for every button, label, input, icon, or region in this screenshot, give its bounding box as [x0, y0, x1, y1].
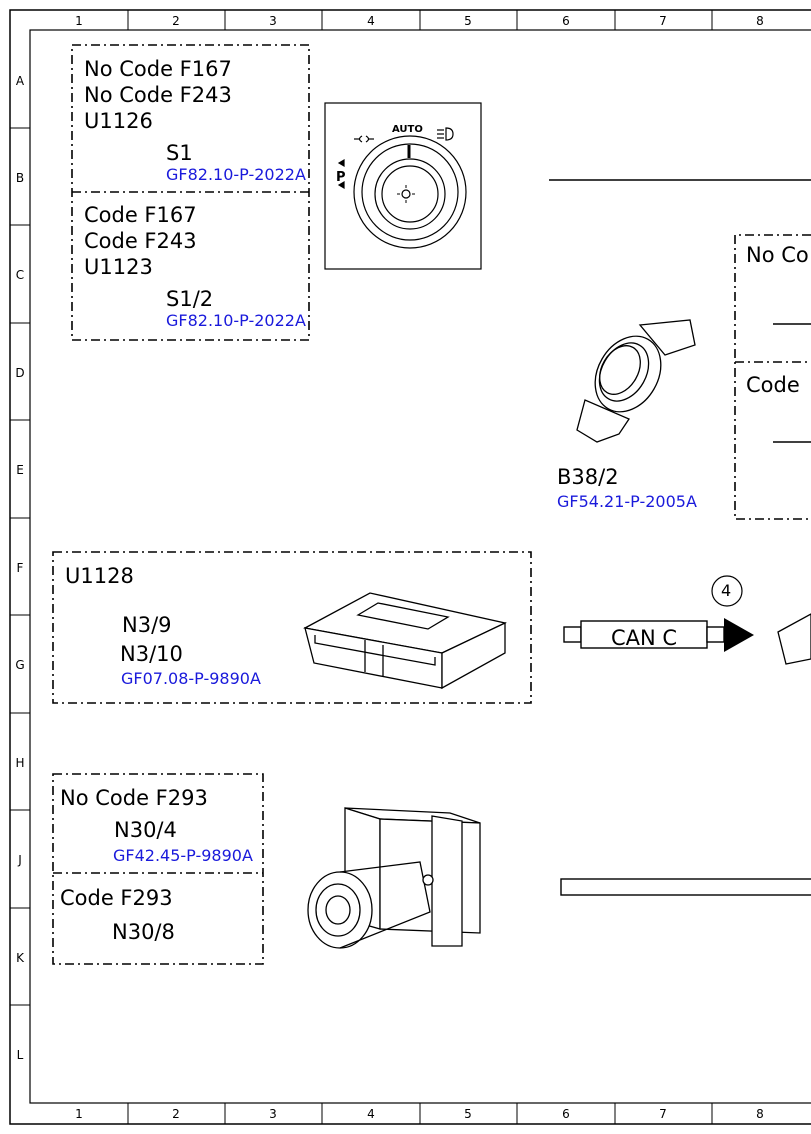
- box-n30-condition-2: Code F293: [60, 886, 173, 910]
- row-label: E: [16, 463, 24, 477]
- column-label: 1: [75, 1107, 83, 1121]
- can-bus-label: CAN C: [611, 626, 678, 650]
- right-box-condition-1: No Co: [746, 243, 809, 267]
- column-label: 1: [75, 14, 83, 28]
- column-label: 6: [562, 14, 570, 28]
- rain-light-sensor-image: [576, 319, 696, 443]
- column-label: 7: [659, 14, 667, 28]
- row-label: A: [15, 74, 25, 88]
- component-s1-2-label: S1/2: [166, 287, 214, 311]
- column-label: 3: [269, 14, 277, 28]
- column-label: 7: [659, 1107, 667, 1121]
- column-label: 5: [464, 14, 472, 28]
- column-label: 2: [172, 14, 180, 28]
- column-label: 4: [367, 14, 375, 28]
- component-n30-4-label: N30/4: [114, 818, 177, 842]
- row-label: J: [18, 853, 22, 867]
- component-b38-2-reference-link[interactable]: GF54.21-P-2005A: [557, 492, 697, 511]
- box-s1-condition-1: No Code F167: [84, 57, 232, 81]
- column-label: 4: [367, 1107, 375, 1121]
- row-label: D: [15, 366, 25, 380]
- connector-marker: 4: [721, 581, 732, 600]
- component-n3-reference-link[interactable]: GF07.08-P-9890A: [121, 669, 261, 688]
- box-s1-2-condition-3: U1123: [84, 255, 153, 279]
- box-n3-condition: U1128: [65, 564, 134, 588]
- box-s1-condition-2: No Code F243: [84, 83, 232, 107]
- component-n30-8-label: N30/8: [112, 920, 175, 944]
- component-n30-4-reference-link[interactable]: GF42.45-P-9890A: [113, 846, 253, 865]
- row-label: F: [16, 561, 24, 575]
- row-label: H: [15, 756, 25, 770]
- row-label: B: [15, 171, 25, 185]
- row-label: L: [16, 1048, 24, 1062]
- row-label: K: [16, 951, 24, 965]
- column-label: 8: [756, 14, 764, 28]
- column-label: 3: [269, 1107, 277, 1121]
- right-box-condition-2: Code: [746, 373, 800, 397]
- component-s1-reference-link[interactable]: GF82.10-P-2022A: [166, 165, 306, 184]
- component-s1-label: S1: [166, 141, 193, 165]
- component-n3-10-label: N3/10: [120, 642, 183, 666]
- abs-unit-image: [307, 807, 481, 949]
- light-switch-image: [324, 102, 482, 270]
- column-label: 8: [756, 1107, 764, 1121]
- control-unit-image: [303, 592, 507, 690]
- box-n30-condition-1: No Code F293: [60, 786, 208, 810]
- box-s1-2-condition-1: Code F167: [84, 203, 197, 227]
- column-label: 2: [172, 1107, 180, 1121]
- column-label: 6: [562, 1107, 570, 1121]
- row-label: C: [15, 268, 25, 282]
- component-s1-2-reference-link[interactable]: GF82.10-P-2022A: [166, 311, 306, 330]
- switch-auto-label: AUTO: [392, 124, 423, 135]
- switch-p-label: P: [336, 170, 346, 185]
- box-s1-condition-3: U1126: [84, 109, 153, 133]
- column-label: 5: [464, 1107, 472, 1121]
- box-s1-2-condition-2: Code F243: [84, 229, 197, 253]
- component-n3-9-label: N3/9: [122, 613, 172, 637]
- component-b38-2-label: B38/2: [557, 465, 619, 489]
- row-label: G: [15, 658, 25, 672]
